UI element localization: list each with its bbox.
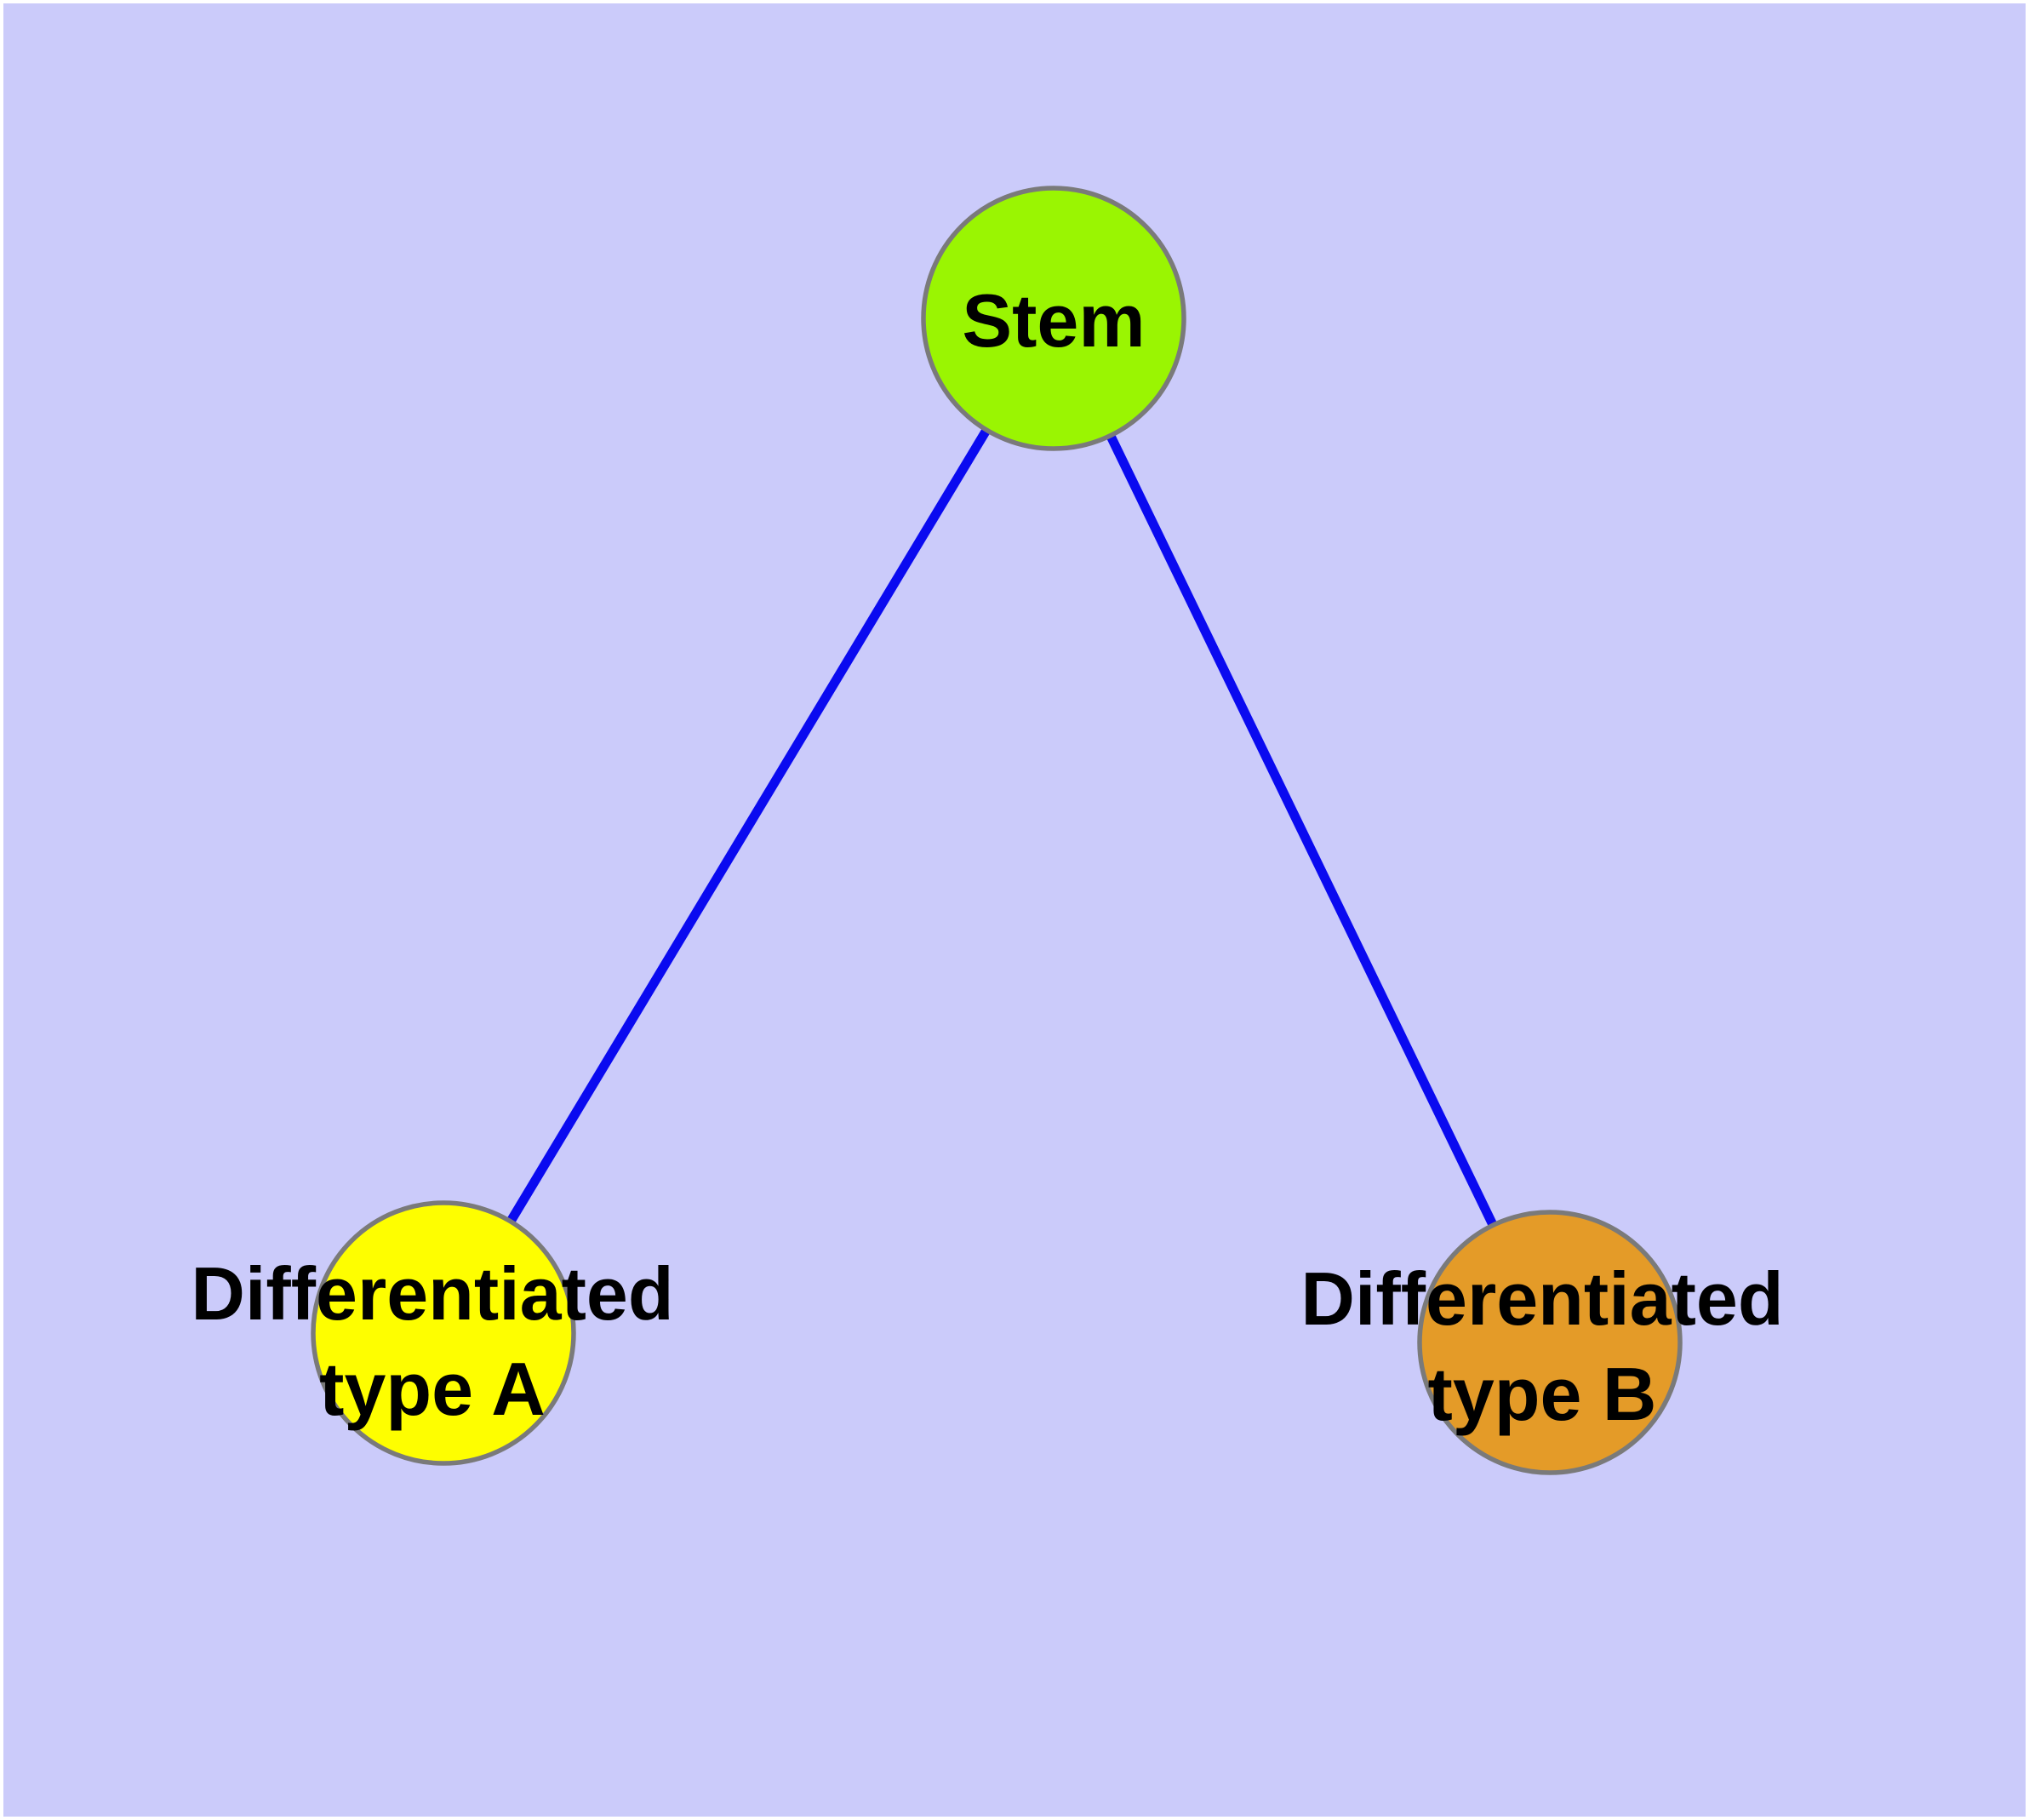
type-a-node-circle bbox=[311, 1200, 576, 1466]
node-differentiated-type-a: Differentiated type A bbox=[191, 1200, 674, 1466]
type-b-node-label-line2: type B bbox=[1428, 1352, 1657, 1436]
stem-node-label: Stem bbox=[962, 278, 1145, 363]
node-stem: Stem bbox=[921, 186, 1186, 451]
type-b-node-circle bbox=[1417, 1210, 1683, 1475]
edge-group bbox=[439, 316, 1554, 1345]
stem-node-circle bbox=[921, 186, 1186, 451]
type-b-node-label-line1: Differentiated bbox=[1300, 1256, 1783, 1341]
type-a-node-label-line2: type A bbox=[319, 1347, 546, 1431]
edge-stem-to-type-a bbox=[439, 316, 1058, 1336]
type-a-node-label-line1: Differentiated bbox=[191, 1251, 673, 1336]
node-differentiated-type-b: Differentiated type B bbox=[1300, 1210, 1784, 1475]
edge-stem-to-type-b bbox=[1049, 316, 1554, 1345]
